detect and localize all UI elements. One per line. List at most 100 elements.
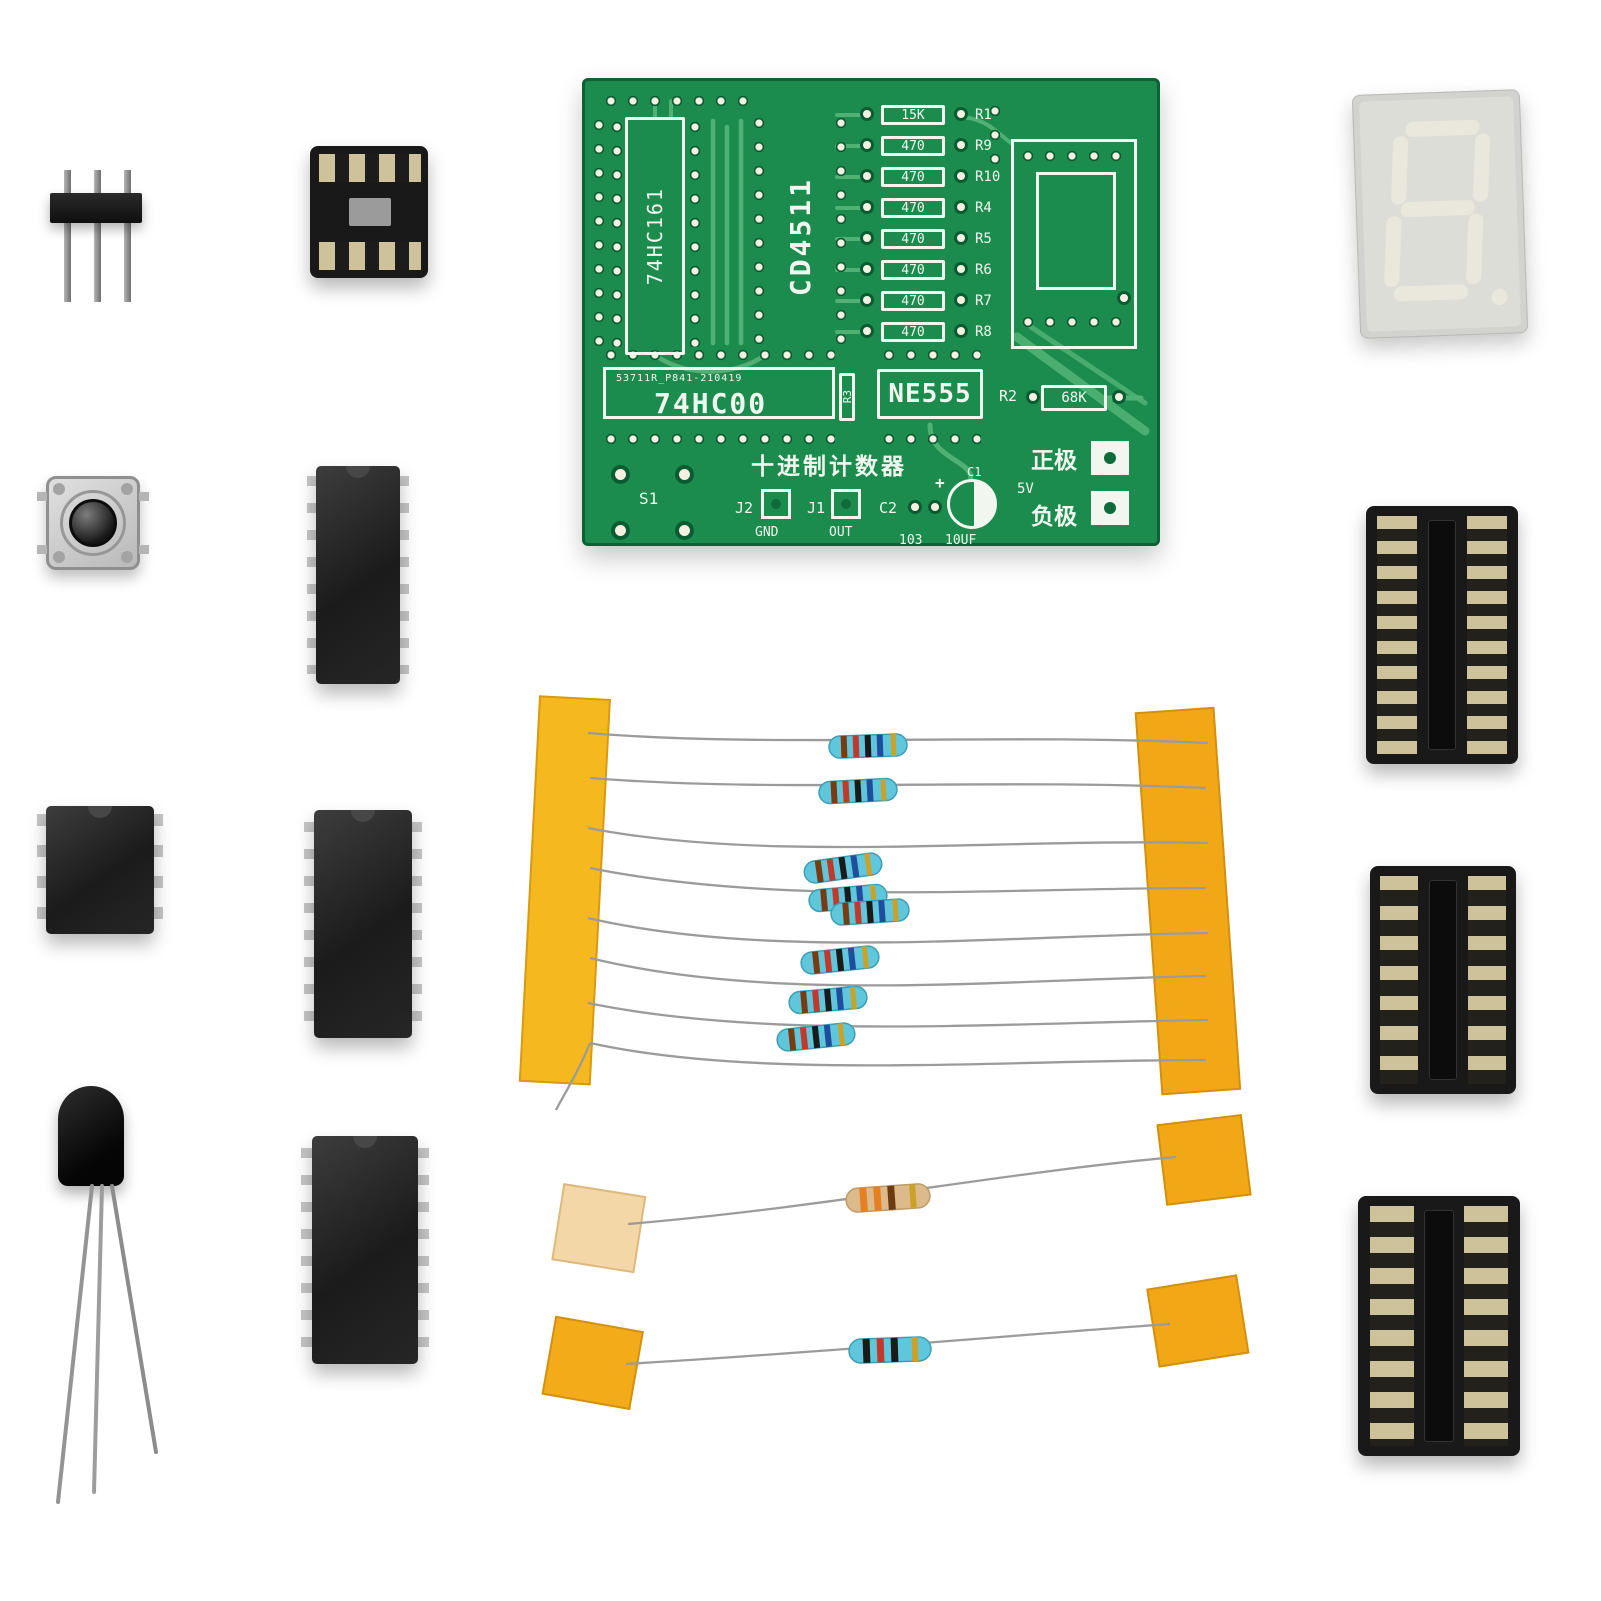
pad-hole — [679, 469, 690, 480]
resistor-ref: R10 — [975, 169, 1001, 185]
digit-window-outline — [1036, 172, 1116, 290]
hole-column — [609, 119, 625, 347]
dip-socket-8pin — [310, 146, 428, 278]
pcb-r3-footprint: R3 — [839, 373, 855, 421]
single-resistor-blue — [541, 1274, 1250, 1411]
dip-ic-8pin — [37, 806, 163, 934]
resistor-footprint-row: 470 R6 — [863, 260, 1048, 282]
pcb-c2-label: C2 — [879, 499, 898, 517]
pad-hole — [957, 327, 965, 335]
resistor-ref: R1 — [975, 107, 992, 123]
ic-pins — [410, 822, 422, 1028]
ic-notch — [88, 806, 112, 818]
ic-package — [316, 466, 400, 684]
resistor-footprint-row: 470 R10 — [863, 167, 1048, 189]
pcb-ic-box-74hc00: 53711R_P841-210419 74HC00 — [603, 367, 835, 420]
pcb-c1-label: C1 — [967, 465, 982, 479]
tape-left — [551, 1183, 647, 1274]
pcb-j2-pad — [761, 489, 791, 519]
button-rivet — [53, 551, 65, 563]
resistor-footprint-row: 470 R8 — [863, 322, 1048, 344]
pcb-serial: 53711R_P841-210419 — [616, 373, 743, 384]
resistor-value: 470 — [881, 322, 945, 342]
socket-slot — [1428, 520, 1456, 750]
resistor-value: 470 — [881, 136, 945, 156]
pcb-ic-box-ne555: NE555 — [877, 369, 983, 419]
hole-row — [603, 93, 753, 109]
pad-hole — [931, 503, 939, 511]
hole-column — [591, 117, 607, 347]
resistor-ref: R9 — [975, 138, 992, 154]
resistor-value: 470 — [881, 198, 945, 218]
pad-hole — [863, 296, 871, 304]
hole-row — [881, 431, 981, 447]
pcb-c2-value: 103 — [899, 533, 923, 548]
pcb-s1-label: S1 — [639, 489, 659, 508]
pcb-j2-label: J2 — [735, 499, 754, 517]
pcb-ic-outline-74hc161: 74HC161 — [625, 117, 685, 355]
pcb-supply-label: 5V — [1017, 481, 1034, 497]
dip-socket-14pin — [1370, 866, 1516, 1094]
button-leg — [37, 545, 47, 554]
pcb-7seg-footprint — [1011, 139, 1137, 349]
socket-contacts — [1377, 516, 1417, 754]
resistor-ref: R7 — [975, 293, 992, 309]
socket-contacts — [1468, 876, 1506, 1084]
pad-hole — [957, 265, 965, 273]
pcb-r2-value: 68K — [1061, 390, 1087, 406]
socket-contacts — [319, 242, 421, 270]
button-rivet — [53, 483, 65, 495]
resistor-footprint-row: 15K R1 — [863, 105, 1048, 127]
tactile-button — [37, 476, 149, 570]
pad-hole — [957, 203, 965, 211]
pcb-ic-outline-cd4511: CD4511 — [769, 111, 831, 363]
socket-contacts — [1467, 516, 1507, 754]
socket-center — [349, 198, 391, 226]
pcb-cap-footprint — [947, 479, 997, 529]
dip-socket-16pin — [1358, 1196, 1520, 1456]
transistor-head — [58, 1086, 124, 1186]
hole-row — [881, 347, 981, 363]
transistor-legs — [56, 1184, 158, 1504]
button-leg — [139, 545, 149, 554]
pad-hole — [957, 172, 965, 180]
pcb-ic4-label: NE555 — [888, 379, 972, 409]
ic-pins — [301, 1148, 314, 1354]
socket-contacts — [319, 154, 421, 182]
pcb-j1-pad — [831, 489, 861, 519]
pad-hole — [863, 234, 871, 242]
transistor-to92 — [28, 1086, 188, 1526]
hole-row — [603, 431, 835, 447]
pad-hole — [615, 469, 626, 480]
pad-hole — [957, 296, 965, 304]
pad-hole — [957, 141, 965, 149]
pad-hole — [1115, 393, 1123, 401]
header-pin — [64, 170, 71, 302]
resistor-footprint-row: 470 R4 — [863, 198, 1048, 220]
button-rivet — [121, 551, 133, 563]
pcb-r2-label: R2 — [999, 387, 1018, 405]
pad-hole — [615, 525, 626, 536]
resistor-ref: R8 — [975, 324, 992, 340]
button-leg — [139, 492, 149, 501]
pcb-title: 十进制计数器 — [751, 454, 907, 480]
resistor-value: 15K — [881, 105, 945, 125]
pcb-ic2-label: CD4511 — [783, 177, 817, 297]
tape-right — [1156, 1113, 1252, 1206]
pad-hole — [1120, 294, 1128, 302]
resistor-value: 470 — [881, 229, 945, 249]
pcb-negative-label: 负极 — [1031, 504, 1077, 530]
header-pin — [124, 170, 131, 302]
pcb-board: 74HC161 CD4511 15K R1 470 R9 470 R10 470 — [582, 78, 1160, 548]
dip-ic-16pin-c — [301, 1136, 429, 1364]
dip-ic-16pin-a — [307, 466, 409, 684]
hole-column — [987, 103, 1003, 175]
ic-package — [312, 1136, 418, 1364]
ic-pins — [416, 1148, 429, 1354]
hole-column — [833, 115, 849, 349]
resistor-value: 470 — [881, 260, 945, 280]
tape-left — [541, 1315, 644, 1411]
socket-slot — [1429, 880, 1457, 1080]
ic-pins — [397, 476, 409, 674]
